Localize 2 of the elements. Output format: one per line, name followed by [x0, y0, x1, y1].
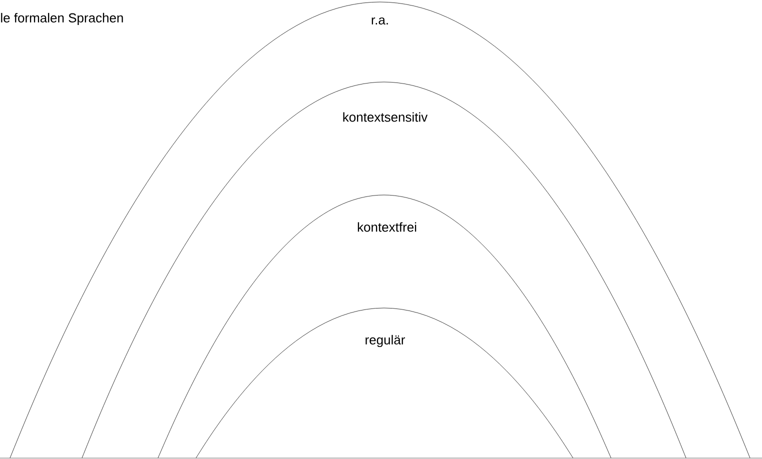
caption-text: le formalen Sprachen: [1, 12, 123, 26]
arch: regulär: [196, 308, 574, 458]
